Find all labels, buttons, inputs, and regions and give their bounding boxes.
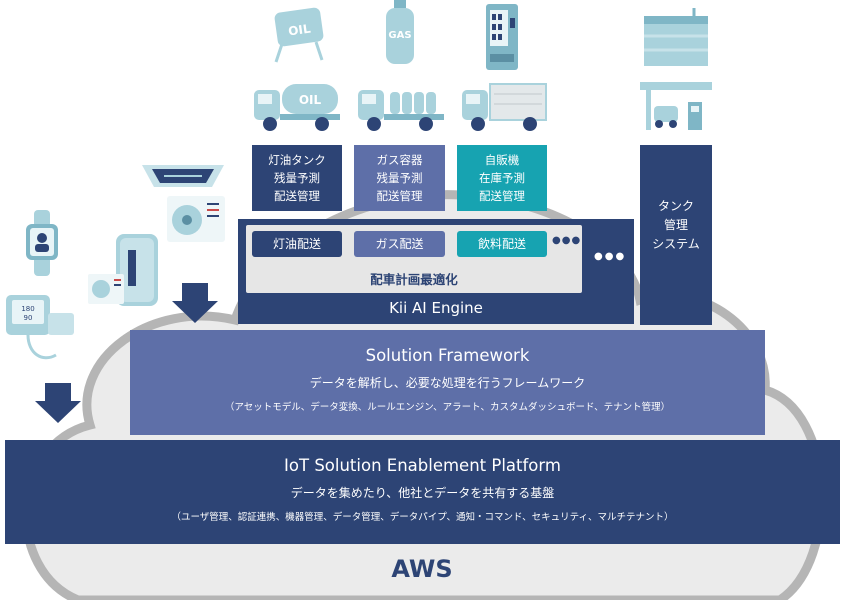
oil-tank-label: OIL xyxy=(287,21,311,38)
kii-inner-panel: 灯油配送 ガス配送 飲料配送 ●●● 配車計画最適化 xyxy=(246,225,582,293)
iot-platform-details: （ユーザ管理、認証連携、機器管理、データ管理、データパイプ、通知・コマンド、セキ… xyxy=(171,512,674,523)
engine-more-dots: ●●● xyxy=(594,251,627,262)
vending-machine-icon xyxy=(486,4,518,70)
gas-truck-icon xyxy=(358,90,444,131)
tag-more-dots: ●●● xyxy=(552,235,582,246)
device-display-line2: 90 xyxy=(24,314,33,322)
service-gas-line2: 残量予測 xyxy=(376,171,423,185)
ceiling-air-conditioner-icon xyxy=(142,165,224,187)
down-arrow-icon xyxy=(172,283,218,323)
oil-tank-icon: OIL xyxy=(274,7,324,63)
aws-label: AWS xyxy=(391,555,453,583)
tag-gas-delivery: ガス配送 xyxy=(354,231,445,257)
gas-station-icon xyxy=(640,82,712,130)
gas-cylinder-label: GAS xyxy=(388,30,411,41)
service-vending-line1: 自販機 xyxy=(484,153,520,167)
kii-ai-engine-title: Kii AI Engine xyxy=(389,299,483,317)
device-display-line1: 180 xyxy=(21,305,34,313)
iot-solution-enablement-platform: IoT Solution Enablement Platform データを集めた… xyxy=(5,440,840,544)
iot-platform-subtitle: データを集めたり、他社とデータを共有する基盤 xyxy=(290,486,555,500)
tag-kerosene-delivery: 灯油配送 xyxy=(252,231,342,257)
tank-system-line3: システム xyxy=(652,237,700,251)
gas-cylinder-icon: GAS xyxy=(386,0,414,64)
tank-system-line2: 管理 xyxy=(663,218,688,232)
solution-framework-subtitle: データを解析し、必要な処理を行うフレームワーク xyxy=(309,376,586,390)
storage-tank-icon xyxy=(644,8,708,66)
oil-truck-label: OIL xyxy=(299,93,322,107)
service-oil-tank-line3: 配送管理 xyxy=(274,189,320,203)
iot-platform-title: IoT Solution Enablement Platform xyxy=(284,456,561,475)
service-oil-tank: 灯油タンク 残量予測 配送管理 xyxy=(252,145,342,211)
dispatch-optimization-label: 配車計画最適化 xyxy=(370,272,458,287)
small-ac-unit-icon xyxy=(88,274,124,304)
service-vending-line3: 配送管理 xyxy=(479,189,525,203)
delivery-truck-icon xyxy=(462,83,547,131)
kii-ai-engine: 灯油配送 ガス配送 飲料配送 ●●● 配車計画最適化 ●●● Kii AI En… xyxy=(238,219,634,324)
tank-management-system: タンク 管理 システム xyxy=(640,145,712,325)
smartwatch-icon xyxy=(26,210,58,276)
oil-truck-icon: OIL xyxy=(254,84,340,131)
service-gas-container: ガス容器 残量予測 配送管理 xyxy=(354,145,445,211)
tank-system-line1: タンク xyxy=(657,199,694,213)
solution-framework-details: （アセットモデル、データ変換、ルールエンジン、アラート、カスタムダッシュボード、… xyxy=(224,402,671,413)
service-vending-machine: 自販機 在庫予測 配送管理 xyxy=(457,145,547,211)
solution-framework: Solution Framework データを解析し、必要な処理を行うフレームワ… xyxy=(130,330,765,435)
service-oil-tank-line2: 残量予測 xyxy=(274,171,320,185)
solution-framework-title: Solution Framework xyxy=(365,346,530,365)
service-oil-tank-line1: 灯油タンク xyxy=(268,153,326,167)
service-gas-line1: ガス容器 xyxy=(376,153,423,167)
blood-pressure-monitor-icon: 180 90 xyxy=(6,295,74,360)
outdoor-ac-unit-icon xyxy=(167,196,225,242)
service-gas-line3: 配送管理 xyxy=(376,189,423,203)
water-heater-icon xyxy=(116,234,158,306)
tag-beverage-delivery: 飲料配送 xyxy=(457,231,547,257)
down-arrow-icon xyxy=(35,383,81,423)
service-vending-line2: 在庫予測 xyxy=(479,171,525,185)
